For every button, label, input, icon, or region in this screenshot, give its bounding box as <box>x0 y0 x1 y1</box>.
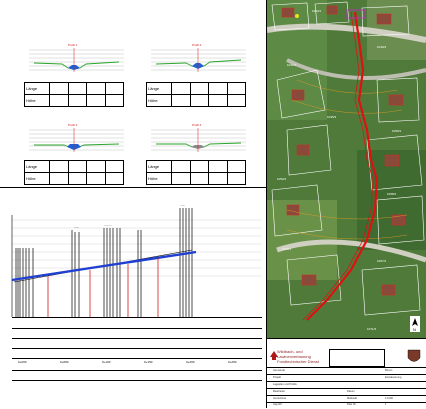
svg-text:⋯⋯⋯: ⋯⋯⋯ <box>104 224 112 227</box>
cross-section-1: Profil 1 Länge Höhe <box>24 40 134 115</box>
cross-section-drawing: Profil 1 <box>29 43 124 72</box>
row-label-length: Länge <box>24 82 50 95</box>
parcel-label: 1033/1 <box>312 9 322 13</box>
station-label: 0+150 <box>144 360 153 364</box>
row-label-checked: Geprüft <box>273 403 282 406</box>
scale-label: Maßstab <box>347 397 358 400</box>
profile-axis-label: Profil 2 <box>192 43 202 47</box>
north-arrow-icon: N <box>410 316 420 332</box>
profile-table: Länge Höhe <box>146 160 246 185</box>
row-label-height: Höhe <box>146 172 172 185</box>
scale-value: 1:1000 <box>385 397 393 400</box>
row-label-height: Höhe <box>146 94 172 107</box>
profile-axis-label: Profil 1 <box>68 43 78 47</box>
cross-section-drawing: Profil 4 <box>151 123 246 152</box>
row-label-length: Länge <box>24 160 50 173</box>
station-label: 0+250 <box>228 360 237 364</box>
parcel-label: 1045/3 <box>327 115 337 119</box>
parcel-label: 1050/1 <box>392 129 402 133</box>
agency-name: Wildbach- und Lawinenverbauung Forsttech… <box>277 349 320 364</box>
longitudinal-profile: ⋯⋯⋯⋯⋯⋯⋯ 0+000 0+050 0+100 0+150 0+200 0+… <box>0 190 266 408</box>
profile-table: Länge Höhe <box>24 160 124 185</box>
row-label-length: Länge <box>146 160 172 173</box>
row-label-length: Länge <box>146 82 172 95</box>
parcel-label: 1058/4 <box>387 192 397 196</box>
site-map: 1033/1 1040/2 1041/1 1045/3 1050/1 1052/… <box>267 0 426 408</box>
coat-of-arms-icon <box>407 349 421 362</box>
address-box <box>329 349 385 367</box>
agency-logo-icon <box>270 351 278 360</box>
plan-value: Entwässerung <box>385 376 402 379</box>
station-label: 0+050 <box>60 360 69 364</box>
horizontal-divider <box>0 187 266 188</box>
row-label-height: Höhe <box>24 172 50 185</box>
plan-number-value: 1 <box>385 403 387 406</box>
svg-text:⋯⋯: ⋯⋯ <box>74 226 80 229</box>
row-label-height: Höhe <box>24 94 50 107</box>
svg-text:N: N <box>413 327 416 332</box>
profile-axis-label: Profil 3 <box>68 123 78 127</box>
plan-number-label: Plan Nr. <box>347 403 357 406</box>
row-label-drawn-by: Gezeichnet <box>273 397 287 400</box>
cross-sections-area: Profil 1 Länge Höhe Profil 2 Länge Höhe <box>0 0 266 187</box>
profile-table: Länge Höhe <box>24 82 124 107</box>
parcel-label: 1067/2 <box>377 259 387 263</box>
cross-section-4: Profil 4 Länge Höhe <box>146 118 256 193</box>
row-label-drawn: Bearbeitet <box>273 390 285 393</box>
aerial-map: 1033/1 1040/2 1041/1 1045/3 1050/1 1052/… <box>267 0 426 338</box>
profile-table: Länge Höhe <box>146 82 246 107</box>
parcel-label: 1071/3 <box>367 327 377 331</box>
parcel-label: 1052/2 <box>277 177 287 181</box>
cross-section-drawing: Profil 2 <box>151 43 246 72</box>
profile-axis-label: Profil 4 <box>192 123 202 127</box>
profile-data-table: 0+000 0+050 0+100 0+150 0+200 0+250 <box>12 317 262 390</box>
svg-text:⋯⋯: ⋯⋯ <box>180 204 186 207</box>
project-label: Gemeinde <box>273 369 285 372</box>
parcel-label: 1040/2 <box>377 45 387 49</box>
title-block: Wildbach- und Lawinenverbauung Forsttech… <box>267 338 426 409</box>
project-value: Brixen <box>385 369 393 372</box>
station-label: 0+200 <box>186 360 195 364</box>
station-label: 0+100 <box>102 360 111 364</box>
cross-section-3: Profil 3 Länge Höhe <box>24 118 134 193</box>
cross-section-drawing: Profil 3 <box>29 123 124 152</box>
date-label: Datum <box>347 390 355 393</box>
vertical-divider <box>266 0 267 408</box>
plan-content: Lageplan und Profile <box>273 383 297 386</box>
cross-section-2: Profil 2 Länge Höhe <box>146 40 256 115</box>
station-label: 0+000 <box>18 360 27 364</box>
parcel-label: 1060/1 <box>282 247 292 251</box>
parcel-label: 1041/1 <box>287 63 297 67</box>
longitudinal-drawing: ⋯⋯⋯⋯⋯⋯⋯ <box>11 204 262 317</box>
plan-label: Projekt <box>273 376 282 379</box>
